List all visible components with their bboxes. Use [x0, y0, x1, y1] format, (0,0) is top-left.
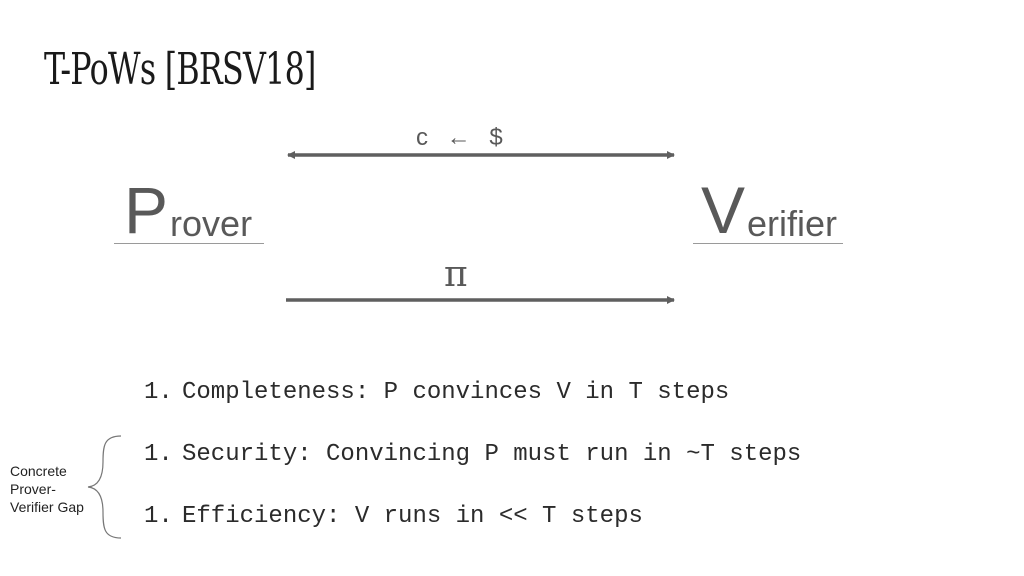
property-text: Completeness: P convinces V in T steps: [182, 379, 730, 406]
gap-note: Concrete Prover- Verifier Gap: [10, 462, 84, 516]
slide-title: T-PoWs [BRSV18]: [44, 44, 316, 95]
list-number: 1.: [144, 441, 173, 468]
proof-message-label: π: [444, 254, 468, 295]
list-item: 1. Efficiency: V runs in << T steps: [144, 486, 801, 548]
prover-initial: P: [124, 173, 169, 247]
list-number: 1.: [144, 503, 173, 530]
gap-note-line: Verifier Gap: [10, 499, 84, 515]
gap-brace: [87, 435, 122, 539]
property-text: Efficiency: V runs in << T steps: [182, 503, 643, 530]
prover-rest: rover: [170, 203, 253, 244]
gap-note-line: Concrete: [10, 463, 67, 479]
list-item: 1. Security: Convincing P must run in ~T …: [144, 424, 801, 486]
list-number: 1.: [144, 379, 173, 406]
verifier-rest: erifier: [747, 203, 838, 244]
property-list: 1. Completeness: P convinces V in T steps…: [144, 362, 801, 548]
challenge-message-label: c ← $: [416, 124, 509, 151]
verifier-initial: V: [701, 173, 746, 247]
gap-note-line: Prover-: [10, 481, 56, 497]
property-text: Security: Convincing P must run in ~T st…: [182, 441, 802, 468]
list-item: 1. Completeness: P convinces V in T steps: [144, 362, 801, 424]
